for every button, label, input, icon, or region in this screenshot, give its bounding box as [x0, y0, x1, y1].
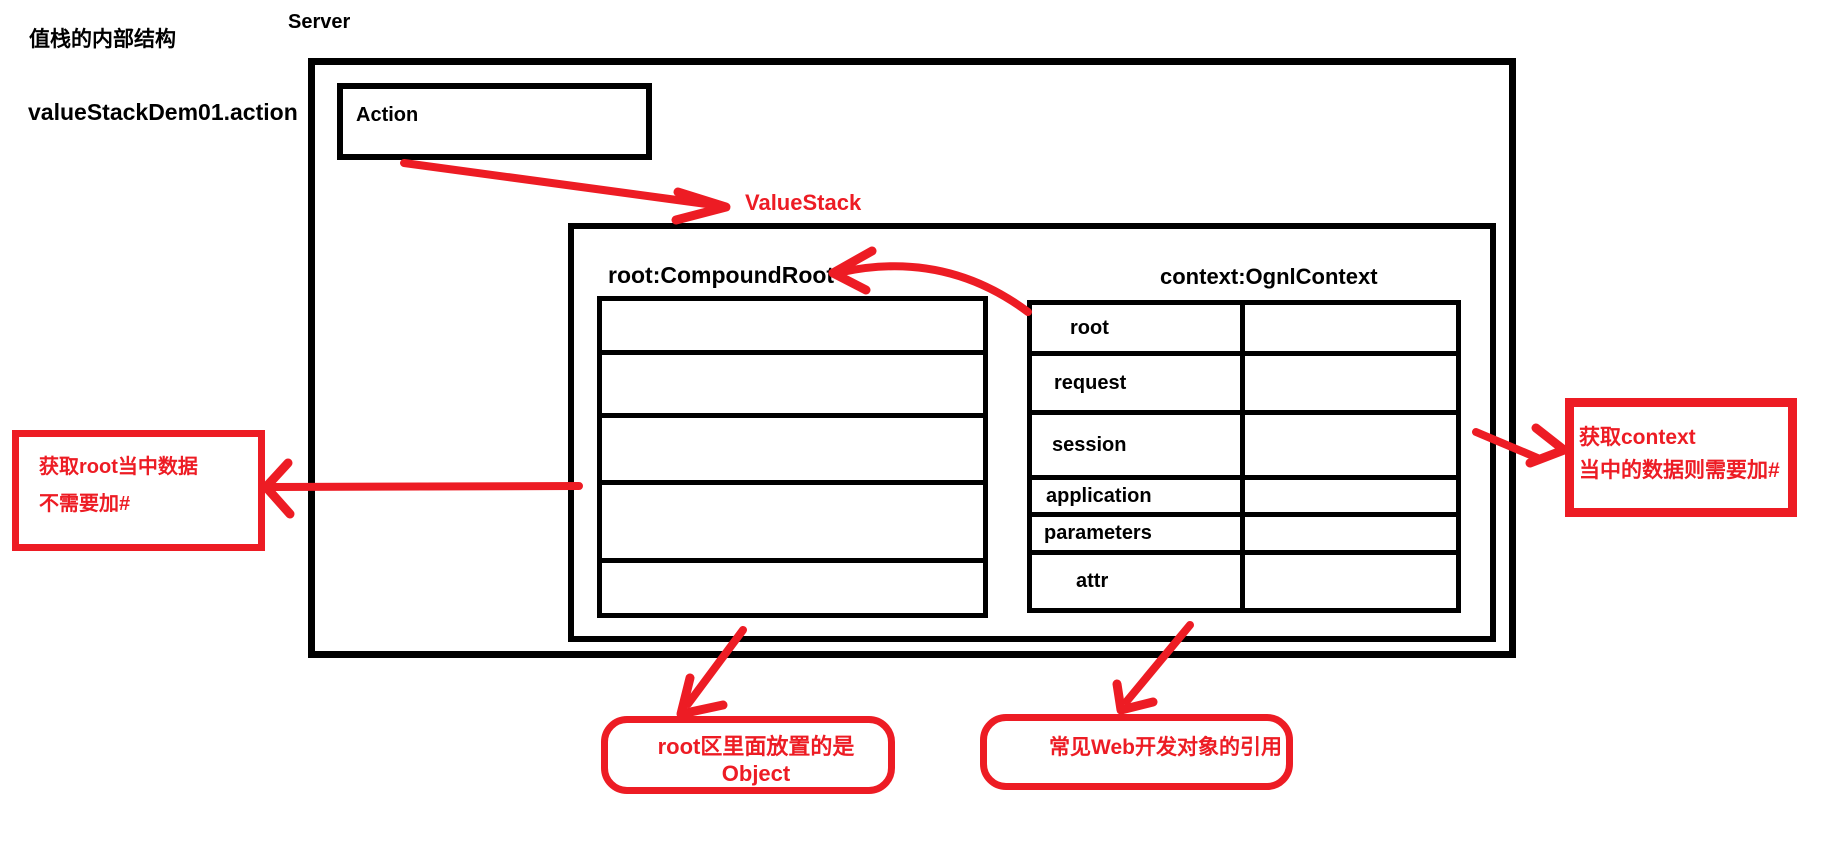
- arrow-context-to-right-note-head: [1525, 423, 1569, 468]
- context-access-note: 获取context 当中的数据则需要加#: [1565, 398, 1797, 517]
- root-area-note-text: root区里面放置的是Object: [657, 734, 855, 786]
- context-row: root: [1032, 305, 1456, 356]
- root-access-note: 获取root当中数据 不需要加#: [12, 430, 265, 551]
- context-row-key: root: [1032, 305, 1245, 351]
- context-row-value: [1245, 555, 1456, 608]
- context-row-key: application: [1032, 480, 1245, 512]
- context-row-value: [1245, 356, 1456, 410]
- root-stack-slot: [602, 563, 983, 613]
- context-row-value: [1245, 517, 1456, 550]
- root-table-title: root:CompoundRoot: [608, 262, 835, 288]
- arrow-context-to-bottom-note-head: [1112, 679, 1158, 715]
- context-row: attr: [1032, 555, 1456, 608]
- context-table-title: context:OgnlContext: [1160, 264, 1378, 289]
- context-row-value: [1245, 415, 1456, 475]
- context-access-note-line2: 当中的数据则需要加#: [1579, 459, 1780, 482]
- context-row-key: session: [1032, 415, 1245, 475]
- context-row: request: [1032, 356, 1456, 415]
- root-stack-slot: [602, 355, 983, 418]
- root-access-note-line1: 获取root当中数据: [39, 456, 198, 478]
- arrow-root-to-left-note-head: [261, 458, 295, 519]
- root-stack-slot: [602, 301, 983, 355]
- context-row: application: [1032, 480, 1456, 517]
- context-row: session: [1032, 415, 1456, 480]
- action-label: Action: [356, 104, 419, 126]
- context-area-note-text: 常见Web开发对象的引用: [1049, 736, 1282, 759]
- context-row-key: parameters: [1032, 517, 1245, 550]
- context-row-key: attr: [1032, 555, 1245, 608]
- root-access-note-line2: 不需要加#: [39, 493, 131, 515]
- valuestack-label: ValueStack: [745, 190, 862, 215]
- root-stack-slot: [602, 418, 983, 485]
- arrow-root-to-bottom-note-head: [676, 673, 728, 719]
- context-table: root request session application paramet…: [1027, 300, 1461, 613]
- context-row-value: [1245, 305, 1456, 351]
- root-stack-table: [597, 296, 988, 618]
- action-box: Action: [337, 83, 652, 160]
- context-row: parameters: [1032, 517, 1456, 555]
- action-request-label: valueStackDem01.action: [28, 99, 298, 125]
- context-access-note-line1: 获取context: [1579, 426, 1696, 449]
- root-area-note: root区里面放置的是Object: [601, 716, 895, 794]
- server-label: Server: [288, 11, 351, 33]
- context-row-key: request: [1032, 356, 1245, 410]
- context-area-note: 常见Web开发对象的引用: [980, 714, 1293, 790]
- page-title: 值栈的内部结构: [29, 28, 176, 51]
- root-stack-slot: [602, 485, 983, 563]
- server-box: [308, 58, 1516, 658]
- context-row-value: [1245, 480, 1456, 512]
